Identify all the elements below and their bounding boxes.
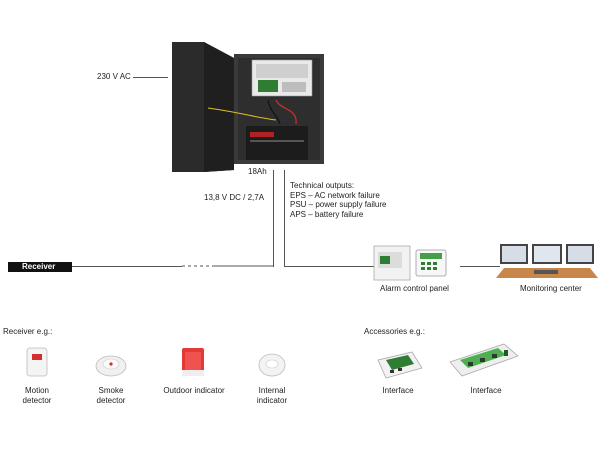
internal-indicator-icon bbox=[258, 353, 286, 377]
technical-outputs-title: Technical outputs: bbox=[290, 181, 355, 190]
receiver-item-line1: Outdoor indicator bbox=[163, 386, 225, 395]
dc-output-label: 13,8 V DC / 2,7A bbox=[204, 193, 265, 202]
technical-output-aps: APS – battery failure bbox=[290, 209, 364, 219]
receiver-item-line2: detector bbox=[96, 396, 126, 405]
receiver-item-line2: detector bbox=[22, 396, 52, 405]
receiver-bar: Receiver bbox=[8, 262, 72, 272]
accessory-item-1: Interface bbox=[382, 386, 414, 395]
receiver-item-internal: Internal indicator bbox=[248, 386, 296, 406]
monitoring-center-label: Monitoring center bbox=[520, 284, 582, 293]
psu-enclosure bbox=[172, 42, 324, 172]
receiver-wire bbox=[72, 266, 182, 267]
monitoring-wire bbox=[460, 266, 500, 267]
receiver-item-line1: Internal bbox=[258, 386, 286, 395]
receiver-item-outdoor: Outdoor indicator bbox=[160, 386, 228, 396]
battery-label: 18Ah bbox=[248, 167, 267, 176]
dc-output-wire bbox=[273, 170, 274, 267]
accessory-item-2: Interface bbox=[470, 386, 502, 395]
alarm-control-panel-image bbox=[373, 245, 447, 281]
panel-wire bbox=[284, 266, 374, 267]
receiver-item-line2: indicator bbox=[256, 396, 288, 405]
outdoor-indicator-icon bbox=[182, 348, 204, 376]
battery-block bbox=[246, 126, 308, 160]
accessories-examples-title: Accessories e.g.: bbox=[364, 327, 425, 336]
technical-output-eps: EPS – AC network failure bbox=[290, 190, 380, 200]
receiver-wire-dashed bbox=[182, 265, 274, 267]
interface-board-icon-2 bbox=[449, 343, 519, 377]
receiver-item-line1: Motion bbox=[24, 386, 49, 395]
receiver-item-motion: Motion detector bbox=[14, 386, 60, 406]
technical-outputs-wire bbox=[284, 170, 285, 267]
ac-input-line bbox=[133, 77, 168, 78]
smoke-detector-icon bbox=[95, 355, 127, 377]
motion-detector-icon bbox=[26, 347, 48, 377]
receiver-item-line1: Smoke bbox=[98, 386, 124, 395]
alarm-control-panel-label: Alarm control panel bbox=[380, 284, 449, 293]
technical-output-psu: PSU – power supply failure bbox=[290, 200, 387, 209]
technical-outputs: Technical outputs: EPS – AC network fail… bbox=[290, 181, 387, 219]
receiver-examples-title: Receiver e.g.: bbox=[3, 327, 53, 336]
interface-board-icon-1 bbox=[377, 351, 423, 379]
ac-input-label: 230 V AC bbox=[97, 72, 131, 81]
receiver-item-smoke: Smoke detector bbox=[86, 386, 136, 406]
monitoring-center-image bbox=[496, 244, 598, 278]
